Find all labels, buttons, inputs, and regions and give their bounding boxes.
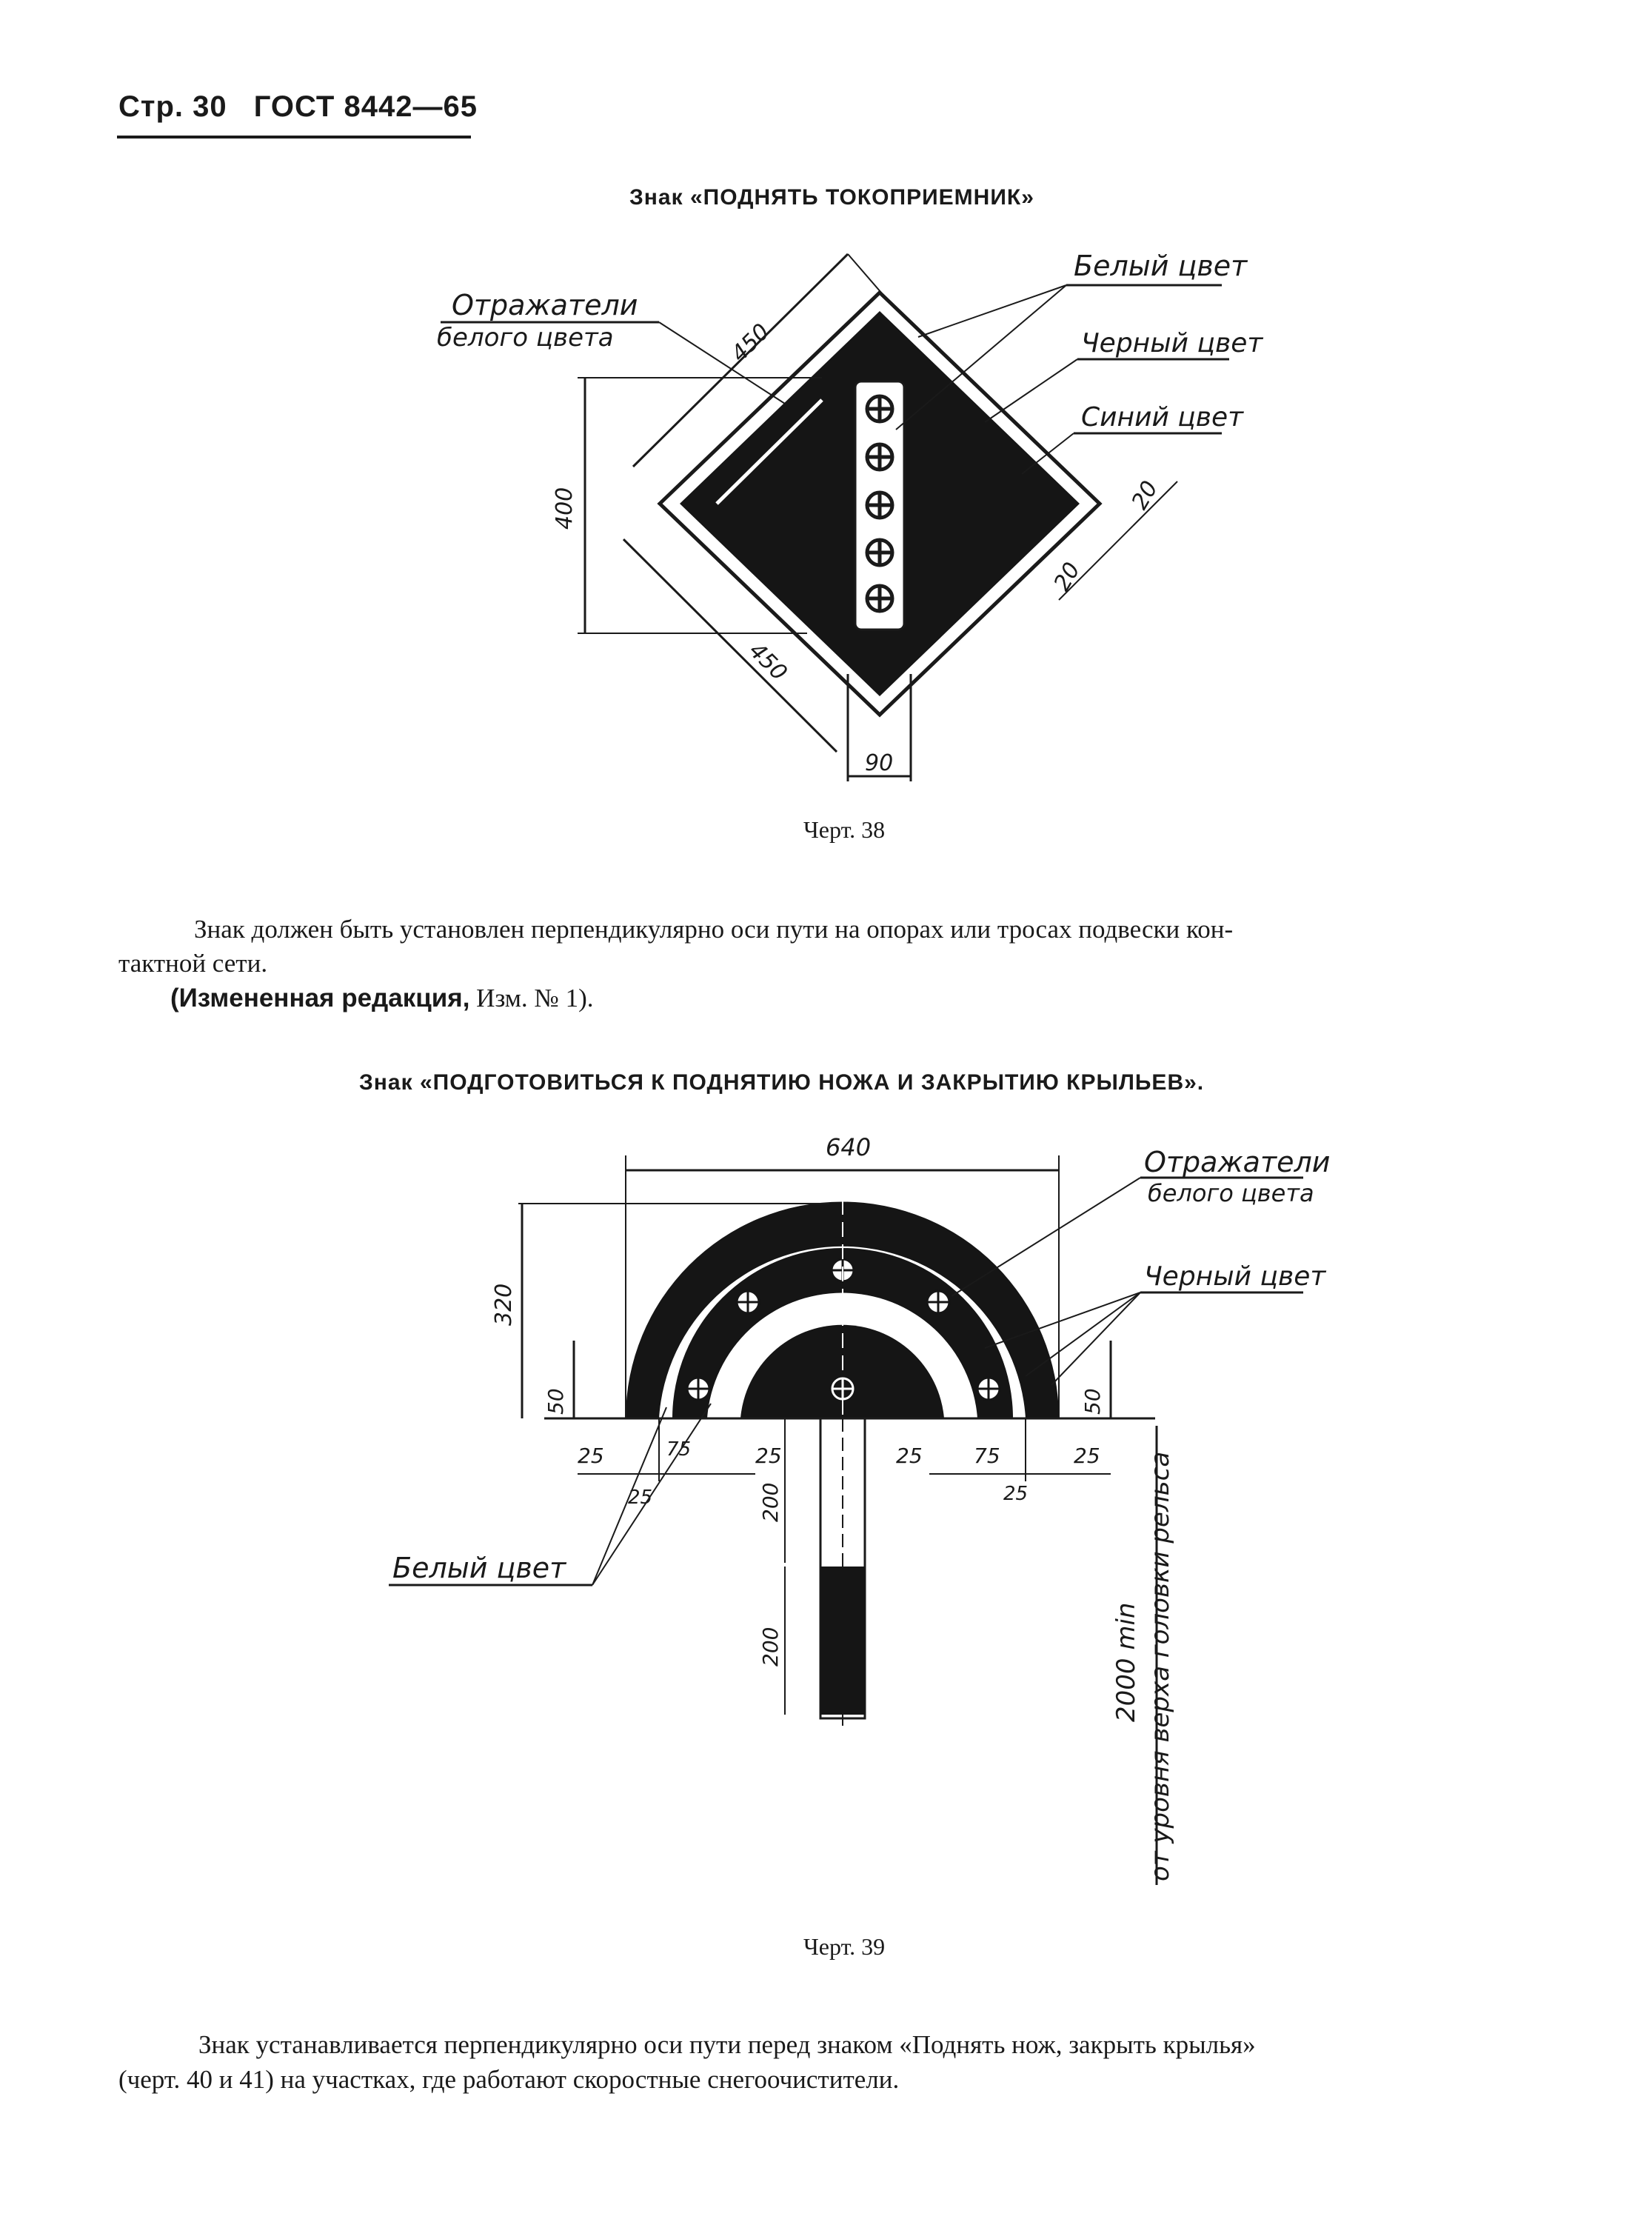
svg-text:400: 400	[552, 487, 578, 530]
figure1-caption: Черт. 38	[803, 816, 886, 843]
paragraph2-line2: (черт. 40 и 41) на участках, где работаю…	[118, 2065, 900, 2094]
svg-text:2000 min: 2000 min	[1111, 1603, 1141, 1722]
svg-text:Черный цвет: Черный цвет	[1144, 1261, 1326, 1292]
paragraph2-line1: Знак устанавливается перпендикулярно оси…	[198, 2030, 1256, 2059]
svg-text:от уровня верха головки рельса: от уровня верха головки рельса	[1146, 1452, 1175, 1881]
svg-text:320: 320	[491, 1284, 517, 1326]
reflectors	[865, 394, 894, 613]
svg-text:200: 200	[758, 1627, 783, 1666]
svg-text:200: 200	[758, 1483, 783, 1522]
svg-text:Синий цвет: Синий цвет	[1081, 402, 1244, 433]
svg-text:25: 25	[628, 1487, 652, 1509]
svg-text:Отражатели: Отражатели	[1144, 1146, 1330, 1178]
standard-number: ГОСТ 8442—65	[253, 90, 478, 123]
figure1-title: Знак «ПОДНЯТЬ ТОКОПРИЕМНИК»	[629, 185, 1034, 210]
svg-text:75: 75	[666, 1438, 691, 1461]
svg-text:25: 25	[1003, 1483, 1028, 1505]
svg-text:25: 25	[755, 1444, 782, 1468]
svg-text:25: 25	[578, 1444, 604, 1468]
page-header: Стр. 30 ГОСТ 8442—65	[118, 90, 495, 124]
diamond-outer	[657, 290, 1103, 718]
svg-text:90: 90	[865, 750, 893, 776]
svg-text:50: 50	[544, 1388, 568, 1415]
svg-text:Белый цвет: Белый цвет	[1074, 250, 1248, 282]
svg-text:Черный цвет: Черный цвет	[1081, 328, 1263, 358]
svg-text:640: 640	[826, 1133, 871, 1161]
page-number: Стр. 30	[118, 90, 227, 123]
svg-text:25: 25	[1074, 1444, 1100, 1468]
figure2-caption: Черт. 39	[803, 1933, 886, 1960]
paragraph1-line1: Знак должен быть установлен перпендикуля…	[194, 915, 1234, 944]
amendment-note: (Измененная редакция, Изм. № 1).	[170, 984, 594, 1012]
svg-text:Отражатели: Отражатели	[452, 289, 638, 321]
svg-text:50: 50	[1080, 1388, 1105, 1415]
svg-text:75: 75	[974, 1444, 1000, 1468]
paragraph1-line2: тактной сети.	[118, 949, 268, 978]
svg-text:белого цвета: белого цвета	[437, 323, 614, 353]
svg-text:Белый цвет: Белый цвет	[392, 1552, 567, 1584]
header-rule	[117, 136, 471, 139]
svg-text:25: 25	[896, 1444, 923, 1468]
svg-text:белого цвета: белого цвета	[1148, 1179, 1314, 1207]
figure2-title: Знак «ПОДГОТОВИТЬСЯ К ПОДНЯТИЮ НОЖА И ЗА…	[359, 1070, 1205, 1095]
